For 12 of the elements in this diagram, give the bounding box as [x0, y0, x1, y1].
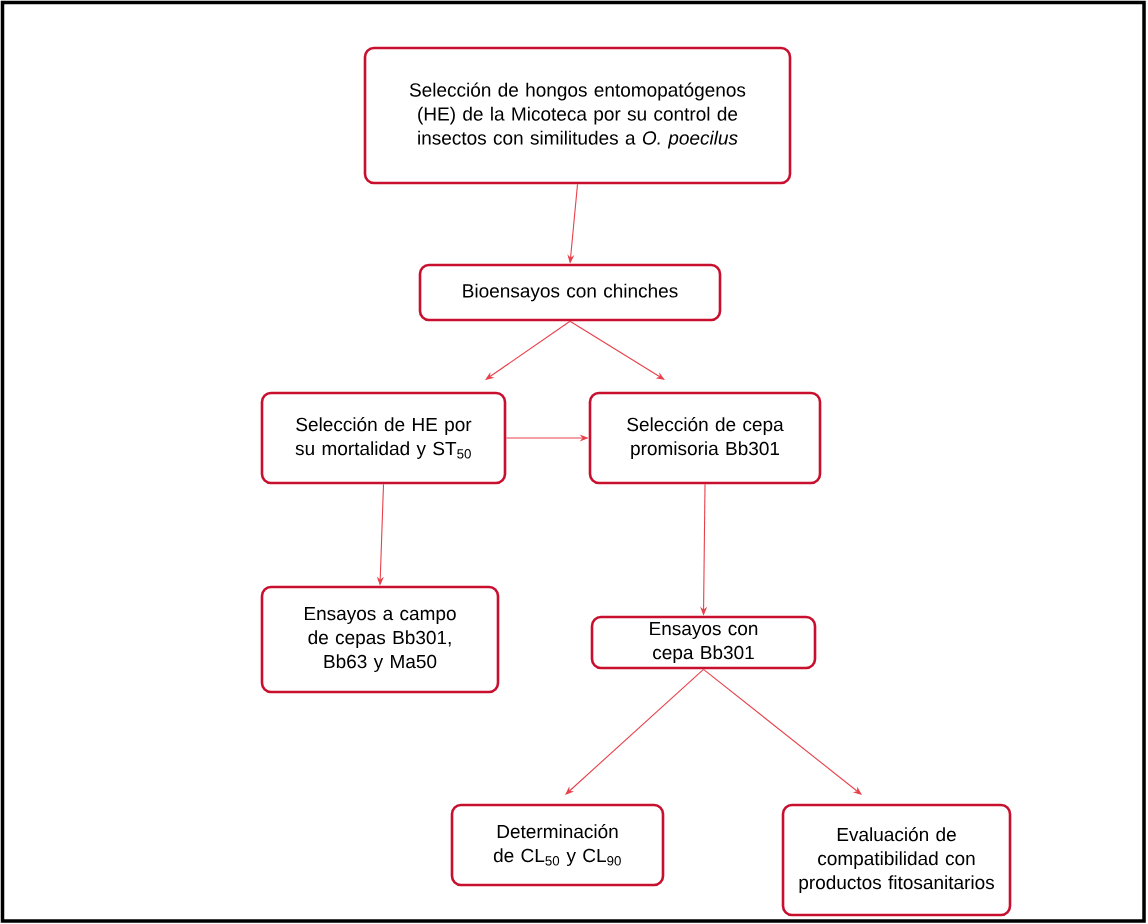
process-box: Ensayos a campo de cepas Bb301, Bb63 y Ma50	[260, 585, 500, 694]
arrow	[565, 668, 705, 795]
process-box: Determinación de CL$_{50}$ y CL$_{90}$	[450, 803, 665, 887]
process-box: Ensayos con cepa Bb301	[590, 615, 817, 670]
process-box: Selección de hongos entomopatógenos (HE) de la Micoteca por su control de insectos con similitudes a O. poecilus	[363, 46, 792, 185]
arrow	[485, 320, 571, 380]
process-box: Bioensayos con chinches	[418, 263, 722, 322]
arrow	[569, 320, 665, 380]
arrow	[702, 668, 862, 795]
process-box: Selección de HE por su mortalidad y ST$_{50}$	[260, 391, 507, 485]
process-box: Selección de cepa promisoria Bb301	[588, 391, 822, 485]
process-box: Evaluación de compatibilidad con productos fitosanitarios	[781, 803, 1012, 917]
